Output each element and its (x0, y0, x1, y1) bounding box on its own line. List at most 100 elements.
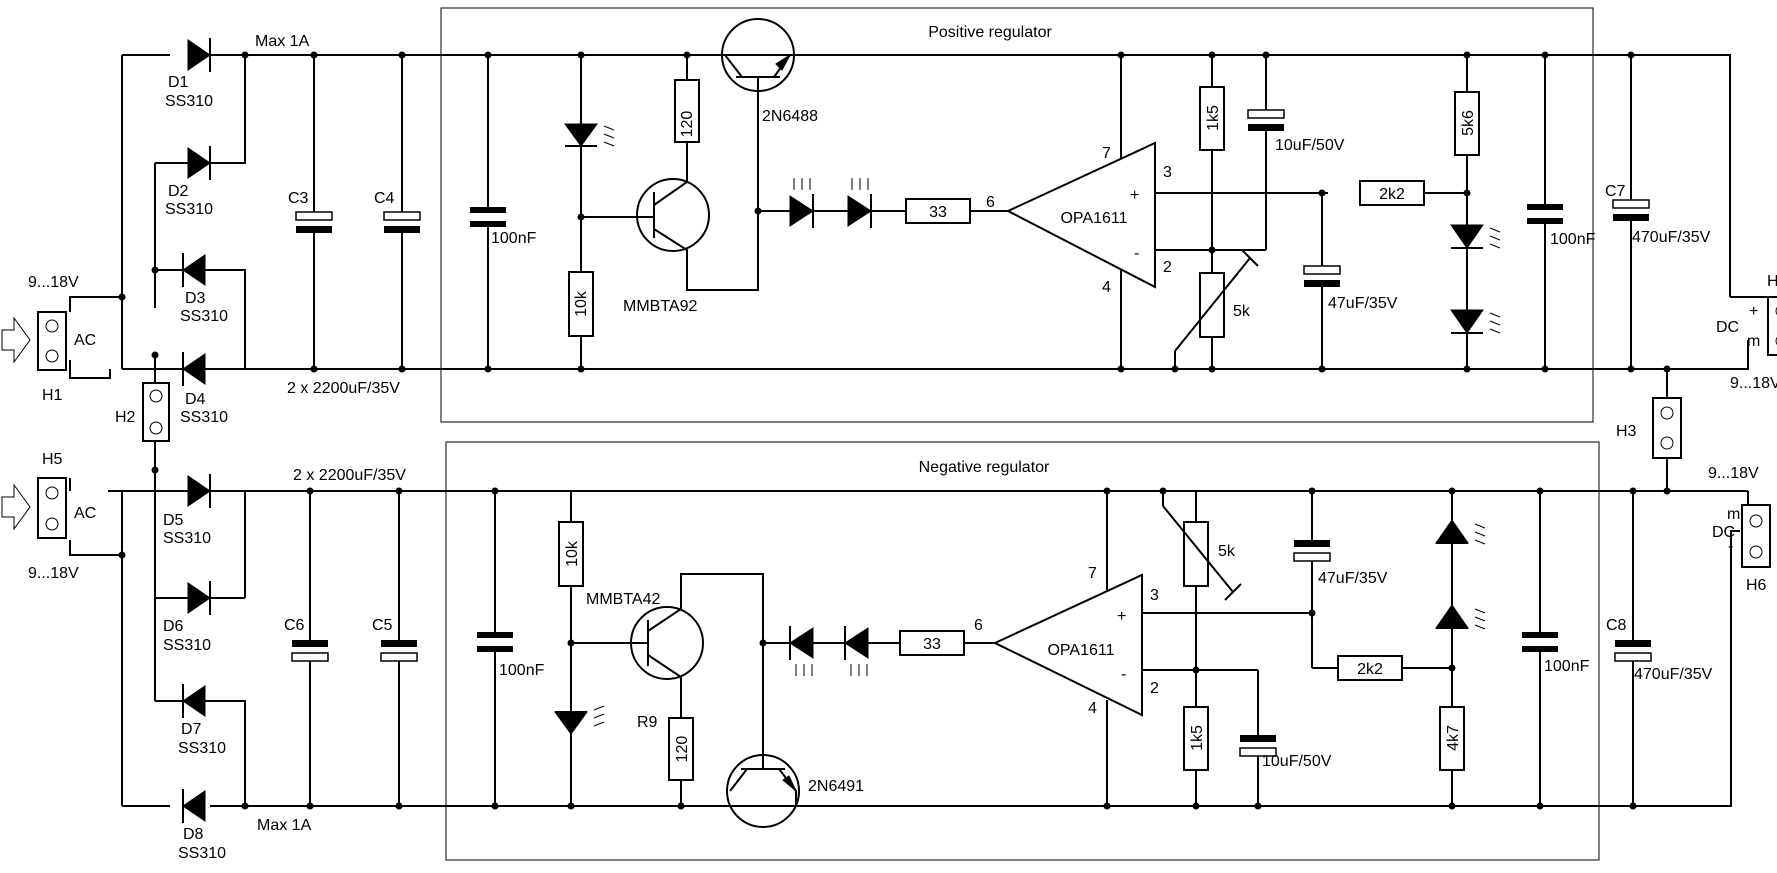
h4-m-label: m (1747, 333, 1760, 350)
input-bridge-top (69, 38, 249, 386)
pos-pot5k: 5k (1233, 303, 1251, 320)
pos-100nf-left: 100nF (491, 230, 537, 247)
d2-type: SS310 (165, 201, 213, 218)
neg-c47u: 47uF/35V (1318, 570, 1388, 587)
c5-label: C5 (372, 617, 393, 634)
neg-r9: R9 (637, 714, 658, 731)
rails (122, 54, 1748, 807)
pos-pin7: 7 (1102, 145, 1111, 162)
neg-100nf-left: 100nF (499, 662, 545, 679)
pos-r10k: 10k (573, 290, 590, 317)
d7-type: SS310 (178, 740, 226, 757)
pos-pin3: 3 (1163, 164, 1172, 181)
d5-type: SS310 (163, 530, 211, 547)
caps-label-top: 2 x 2200uF/35V (287, 380, 400, 397)
pos-c47u: 47uF/35V (1328, 295, 1398, 312)
h5-label: H5 (42, 451, 63, 468)
neg-100nf-right: 100nF (1544, 658, 1590, 675)
pos-c10u: 10uF/50V (1275, 137, 1345, 154)
pos-r1k5: 1k5 (1205, 105, 1222, 131)
h1-label: H1 (42, 387, 63, 404)
c4-label: C4 (374, 190, 395, 207)
ac-label-bottom: AC (74, 505, 96, 522)
ac-input-arrow-bottom (1, 483, 31, 531)
neg-minus: - (1121, 666, 1126, 683)
neg-pin2: 2 (1150, 680, 1159, 697)
d6-label: D6 (163, 618, 184, 635)
positive-regulator-circuit (470, 18, 1650, 373)
neg-pot5k: 5k (1218, 543, 1236, 560)
labels: Max 1A Max 1A 9...18V 9...18V AC AC H1 H… (28, 33, 1777, 862)
h2-connector (142, 382, 170, 442)
d5-label: D5 (163, 512, 184, 529)
pos-pin4: 4 (1102, 279, 1111, 296)
neg-mmbta42: MMBTA42 (586, 591, 660, 608)
neg-2n6491: 2N6491 (808, 778, 864, 795)
negative-regulator-frame (445, 441, 1600, 861)
pos-r5k6: 5k6 (1460, 110, 1477, 136)
c3-label: C3 (288, 190, 309, 207)
h4-plus-label: + (1749, 303, 1758, 320)
h3-label: H3 (1616, 423, 1637, 440)
neg-pin6: 6 (974, 617, 983, 634)
h4-label: H4 (1767, 273, 1777, 290)
pos-r120: 120 (679, 111, 696, 138)
positive-regulator-title: Positive regulator (928, 24, 1052, 41)
neg-opa1611: OPA1611 (1047, 642, 1114, 659)
pos-opa1611: OPA1611 (1060, 210, 1127, 227)
c8-label: C8 (1606, 617, 1627, 634)
pos-pin2: 2 (1163, 259, 1172, 276)
ac-label-top: AC (74, 332, 96, 349)
neg-plus: + (1117, 608, 1126, 625)
pos-r2k2: 2k2 (1379, 186, 1405, 203)
input-voltage-top: 9...18V (28, 274, 79, 291)
h4-connector (1767, 296, 1777, 356)
neg-r2k2: 2k2 (1357, 661, 1383, 678)
h5-connector (37, 477, 67, 539)
pos-2n6488: 2N6488 (762, 108, 818, 125)
input-bridge-bottom (69, 466, 249, 823)
c7-label: C7 (1605, 183, 1626, 200)
d7-label: D7 (181, 721, 202, 738)
neg-c10u: 10uF/50V (1262, 753, 1332, 770)
pos-c470: 470uF/35V (1632, 229, 1711, 246)
d2-label: D2 (168, 183, 189, 200)
output-voltage-bottom: 9...18V (1708, 465, 1759, 482)
dc-label-bottom: DC (1712, 524, 1735, 541)
neg-pin7: 7 (1088, 565, 1097, 582)
h2-label: H2 (115, 409, 136, 426)
pos-pin6: 6 (986, 194, 995, 211)
d4-type: SS310 (180, 409, 228, 426)
neg-r4k7: 4k7 (1445, 725, 1462, 751)
c6-label: C6 (284, 617, 305, 634)
negative-regulator-circuit (477, 365, 1671, 828)
neg-c470: 470uF/35V (1634, 666, 1713, 683)
d6-type: SS310 (163, 637, 211, 654)
d8-type: SS310 (178, 845, 226, 862)
negative-regulator-title: Negative regulator (919, 459, 1050, 476)
output-voltage-top: 9...18V (1730, 375, 1777, 392)
pos-minus: - (1134, 245, 1139, 262)
neg-r120: 120 (674, 736, 691, 763)
neg-r10k: 10k (564, 540, 581, 567)
dc-label-top: DC (1716, 319, 1739, 336)
pos-mmbta92: MMBTA92 (623, 298, 697, 315)
d3-type: SS310 (180, 308, 228, 325)
h1-connector (37, 311, 67, 371)
d3-label: D3 (185, 290, 206, 307)
d1-type: SS310 (165, 93, 213, 110)
neg-pin4: 4 (1088, 700, 1097, 717)
pos-r33: 33 (929, 204, 947, 221)
ac-input-arrow-top (1, 316, 31, 364)
input-voltage-bottom: 9...18V (28, 565, 79, 582)
caps-label-bottom: 2 x 2200uF/35V (293, 467, 406, 484)
pos-plus: + (1130, 187, 1139, 204)
d1-label: D1 (168, 74, 189, 91)
d4-label: D4 (185, 391, 206, 408)
caps-c3-c4 (295, 51, 421, 373)
h6-minus-label: - (1728, 538, 1733, 555)
h6-label: H6 (1746, 577, 1767, 594)
neg-r33: 33 (923, 636, 941, 653)
h6-m-label: m (1727, 506, 1740, 523)
